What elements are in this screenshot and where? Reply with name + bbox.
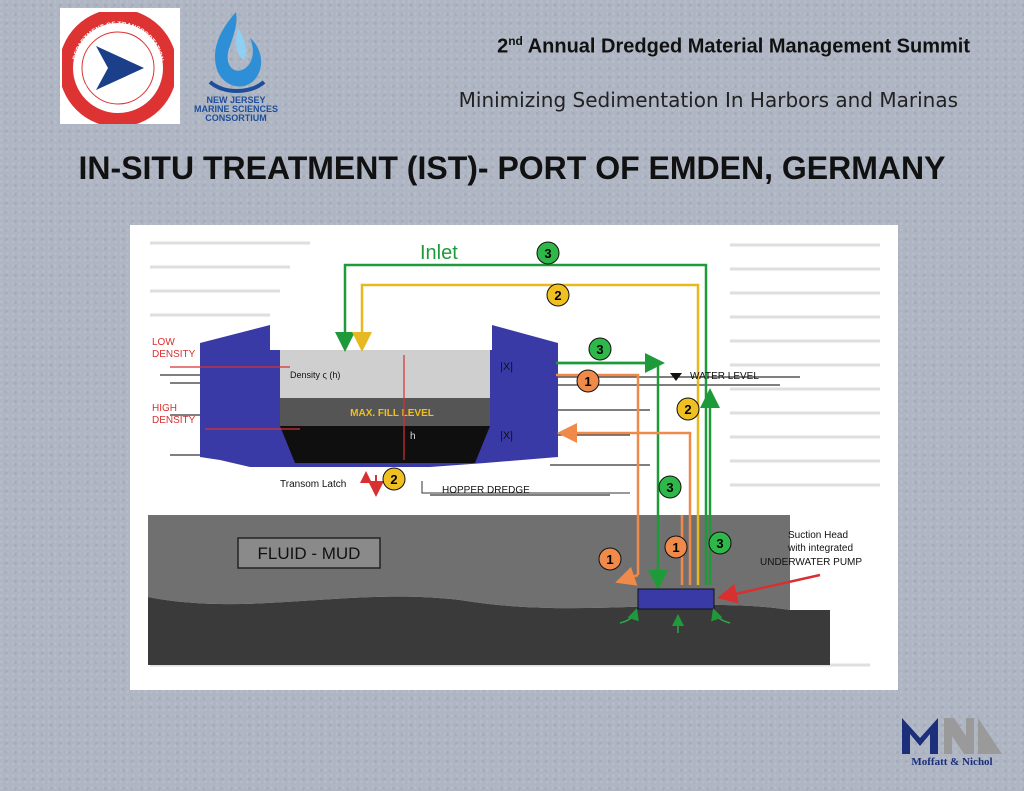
svg-text:3: 3 <box>596 342 603 357</box>
summit-name: Annual Dredged Material Management Summi… <box>522 35 970 58</box>
orange-return-flow <box>557 423 692 585</box>
low-density-label-line2: DENSITY <box>152 349 196 360</box>
suction-head-pointer <box>717 573 821 604</box>
marker-1-hull: 1 <box>576 369 600 393</box>
svg-text:3: 3 <box>666 480 673 495</box>
marker-3-top: 3 <box>536 241 560 265</box>
moffatt-nichol-name: Moffatt & Nichol <box>911 756 993 768</box>
svg-text:3: 3 <box>716 536 723 551</box>
high-density-label-line2: DENSITY <box>152 415 196 426</box>
transom-latch-label: Transom Latch <box>280 479 346 490</box>
suction-head-label-line2: with integrated <box>787 543 853 554</box>
max-fill-zone <box>280 398 490 426</box>
summit-ordinal-suffix: nd <box>508 34 523 48</box>
yellow-inlet-flow <box>352 283 700 585</box>
low-density-zone <box>280 350 490 398</box>
svg-text:2: 2 <box>554 288 561 303</box>
transom-latch-up-arrow <box>360 471 372 483</box>
summit-subtitle: Minimizing Sedimentation In Harbors and … <box>458 88 958 112</box>
water-level-label: WATER LEVEL <box>690 371 759 382</box>
green-inlet-flow <box>335 263 708 585</box>
water-level-marker <box>670 373 682 381</box>
ist-diagram: FLUID - MUD Density ς (h) MAX. FILL LEVE… <box>130 225 898 690</box>
suction-head-label-line3: UNDERWATER PUMP <box>760 557 862 568</box>
moffatt-nichol-logo <box>902 718 1002 754</box>
marker-3-mid: 3 <box>658 475 682 499</box>
max-fill-level-label: MAX. FILL LEVEL <box>350 408 434 419</box>
marker-3-mud: 3 <box>708 531 732 555</box>
suction-arrow-right <box>711 608 731 624</box>
marker-2-riser: 2 <box>676 397 700 421</box>
summit-title: 2nd Annual Dredged Material Management S… <box>300 34 970 59</box>
marker-3-hull: 3 <box>588 337 612 361</box>
low-density-label-line1: LOW <box>152 337 175 348</box>
marker-1-mud-left: 1 <box>598 547 622 571</box>
suction-arrow-left <box>619 608 639 624</box>
orange-flow-outer-end <box>615 566 639 586</box>
njmsc-wave-logo <box>208 12 266 93</box>
marker-2-top: 2 <box>546 283 570 307</box>
njmsc-line1: NEW JERSEY <box>206 95 266 105</box>
density-label: Density ς (h) <box>290 370 340 380</box>
svg-text:1: 1 <box>672 540 679 555</box>
h-label: h <box>410 431 416 442</box>
nj-dot-seal-logo: DEPARTMENT OF TRANSPORTATION THE STATE O… <box>62 12 174 124</box>
suction-head-label-line1: Suction Head <box>788 530 848 541</box>
seabed <box>148 596 830 665</box>
svg-text:3: 3 <box>544 246 551 261</box>
svg-text:2: 2 <box>390 472 397 487</box>
high-density-zone <box>280 426 490 463</box>
fluid-mud-label-box <box>237 537 381 569</box>
marker-1-mud-right: 1 <box>664 535 688 559</box>
inlet-label: Inlet <box>420 242 458 264</box>
svg-text:1: 1 <box>584 374 591 389</box>
njmsc-line2: MARINE SCIENCES <box>193 104 278 114</box>
summit-number: 2 <box>497 35 509 58</box>
njmsc-line3: CONSORTIUM <box>205 113 267 123</box>
high-density-label-line1: HIGH <box>152 403 177 414</box>
hopper-dredge-label: HOPPER DREDGE <box>442 485 530 496</box>
svg-text:1: 1 <box>606 552 613 567</box>
fluid-mud-label: FLUID - MUD <box>258 544 361 563</box>
marker-2-latch: 2 <box>382 467 406 491</box>
underwater-pump <box>637 588 715 610</box>
hopper-dredge-leader <box>421 481 630 494</box>
ist-diagram-svg: FLUID - MUD Density ς (h) MAX. FILL LEVE… <box>148 241 880 667</box>
njmsc-caption: NEW JERSEY MARINE SCIENCES CONSORTIUM <box>186 96 286 123</box>
valve-marker-lower: |X| <box>500 430 513 442</box>
slide-title: IN-SITU TREATMENT (IST)- PORT OF EMDEN, … <box>78 150 946 186</box>
svg-text:2: 2 <box>684 402 691 417</box>
valve-marker-upper: |X| <box>500 361 513 373</box>
